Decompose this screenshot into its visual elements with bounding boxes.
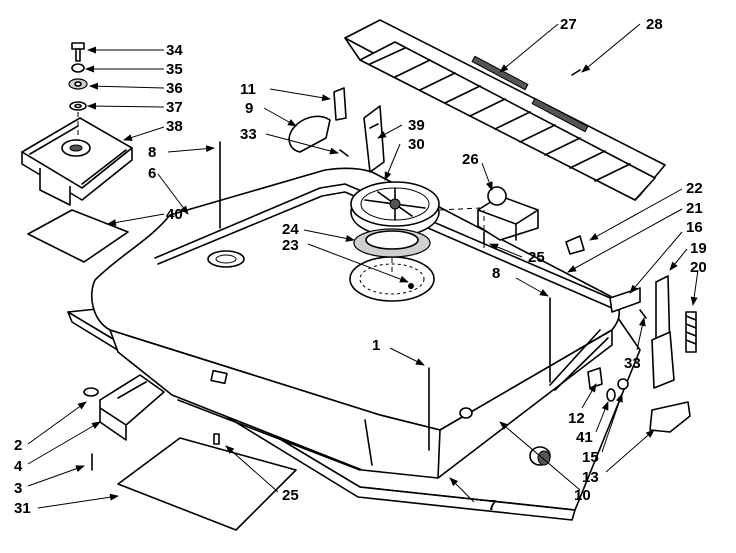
part-labels: 34 35 36 37 38 40 11 9 33 39 30 8 6 27 2… [14, 16, 707, 517]
part-label-16: 16 [686, 219, 703, 236]
part-label-12: 12 [568, 410, 585, 427]
center-bracket [439, 186, 539, 248]
part-label-6: 6 [148, 165, 156, 182]
part-label-8b: 8 [492, 265, 500, 282]
part-label-7: 7 [488, 497, 496, 514]
part-label-15: 15 [582, 449, 599, 466]
part-label-28: 28 [646, 16, 663, 33]
part-label-40: 40 [166, 206, 183, 223]
part-label-19: 19 [690, 240, 707, 257]
part-label-1: 1 [372, 337, 380, 354]
upper-brackets [288, 87, 385, 173]
part-label-33b: 33 [624, 355, 641, 372]
part-label-11: 11 [240, 81, 256, 98]
part-label-37: 37 [166, 99, 183, 116]
part-label-10: 10 [574, 487, 591, 504]
screws [91, 69, 647, 471]
burner-assembly [350, 181, 440, 275]
part-label-2: 2 [14, 437, 22, 454]
right-side-parts [565, 235, 697, 433]
part-label-24: 24 [282, 221, 299, 238]
part-label-4: 4 [14, 458, 23, 475]
part-label-9: 9 [245, 100, 253, 117]
part-label-33a: 33 [240, 126, 257, 143]
main-top-panel [67, 167, 641, 521]
part-label-39: 39 [408, 117, 425, 134]
part-label-25b: 25 [282, 487, 299, 504]
part-label-8a: 8 [148, 144, 156, 161]
part-label-22: 22 [686, 180, 703, 197]
part-label-34: 34 [166, 42, 183, 59]
fan-assembly [21, 42, 133, 206]
leader-lines [27, 23, 699, 509]
part-label-13: 13 [582, 469, 599, 486]
back-rail [344, 19, 666, 201]
part-label-36: 36 [166, 80, 183, 97]
part-label-23: 23 [282, 237, 299, 254]
part-label-21: 21 [686, 200, 703, 217]
part-label-35: 35 [166, 61, 183, 78]
part-label-30: 30 [408, 136, 425, 153]
part-label-26: 26 [462, 151, 479, 168]
part-label-27: 27 [560, 16, 577, 33]
part-label-38: 38 [166, 118, 183, 135]
filter-pad [27, 209, 129, 263]
part-label-41: 41 [576, 429, 593, 446]
part-label-20: 20 [690, 259, 707, 276]
lower-left-parts [83, 374, 297, 531]
part-label-25a: 25 [528, 249, 545, 266]
part-label-31: 31 [14, 500, 31, 517]
part-label-3: 3 [14, 480, 22, 497]
